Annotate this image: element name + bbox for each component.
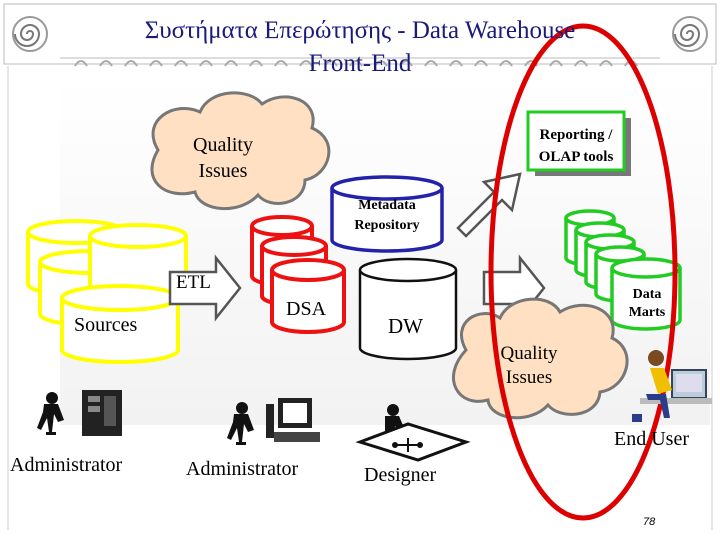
reporting-line-1: Reporting / [539,127,613,143]
dsa-label: DSA [286,298,327,320]
administrator-dsa-label: Administrator [186,458,299,480]
quality-cloud-top [150,91,331,210]
dw-cylinder [358,257,458,361]
data-marts-line-1: Data [632,287,662,302]
data-marts-label: Data Marts [618,286,676,322]
title-line-1: Συστήματα Επερώτησης - Data Warehouse [144,17,576,44]
data-marts-line-2: Marts [628,305,666,320]
metadata-cylinder [330,175,444,253]
metadata-line-1: Metadata [358,198,416,213]
etl-arrow [168,254,242,322]
quality-issues-top-line-2: Issues [198,160,248,182]
page-number: 78 [643,516,656,528]
dsa-cylinders [250,215,346,334]
slide-title: Συστήματα Επερώτησης - Data Warehouse Fr… [60,14,660,80]
title-line-2: Front-End [308,50,412,77]
etl-label: ETL [176,272,211,293]
reporting-box [526,110,631,176]
sources-cylinders [26,219,188,364]
quality-issues-top-label: Quality Issues [178,132,268,184]
reporting-arrow [456,172,522,238]
quality-issues-bottom-line-1: Quality [500,343,558,364]
end-user-icon [632,350,712,422]
quality-issues-bottom-label: Quality Issues [484,342,574,390]
metadata-line-2: Repository [354,218,420,233]
quality-issues-bottom-line-2: Issues [505,367,553,388]
dw-label: DW [388,314,423,338]
metadata-label: Metadata Repository [332,196,442,236]
quality-cloud-bottom [452,297,629,420]
sources-label: Sources [74,314,138,336]
decorative-border [3,3,717,530]
data-marts-cylinders [564,209,682,331]
sources-cylinder-front [60,284,180,364]
reporting-line-2: OLAP tools [538,149,614,165]
administrator-sources-icon [37,390,122,436]
designer-label: Designer [364,464,437,486]
quality-issues-top-line-1: Quality [193,134,253,156]
end-user-label: End User [614,428,689,450]
reporting-label: Reporting / OLAP tools [528,124,624,168]
administrator-sources-label: Administrator [10,454,123,476]
administrator-dsa-icon [227,398,320,445]
highlight-ellipse [488,23,678,521]
designer-icon [355,404,471,462]
